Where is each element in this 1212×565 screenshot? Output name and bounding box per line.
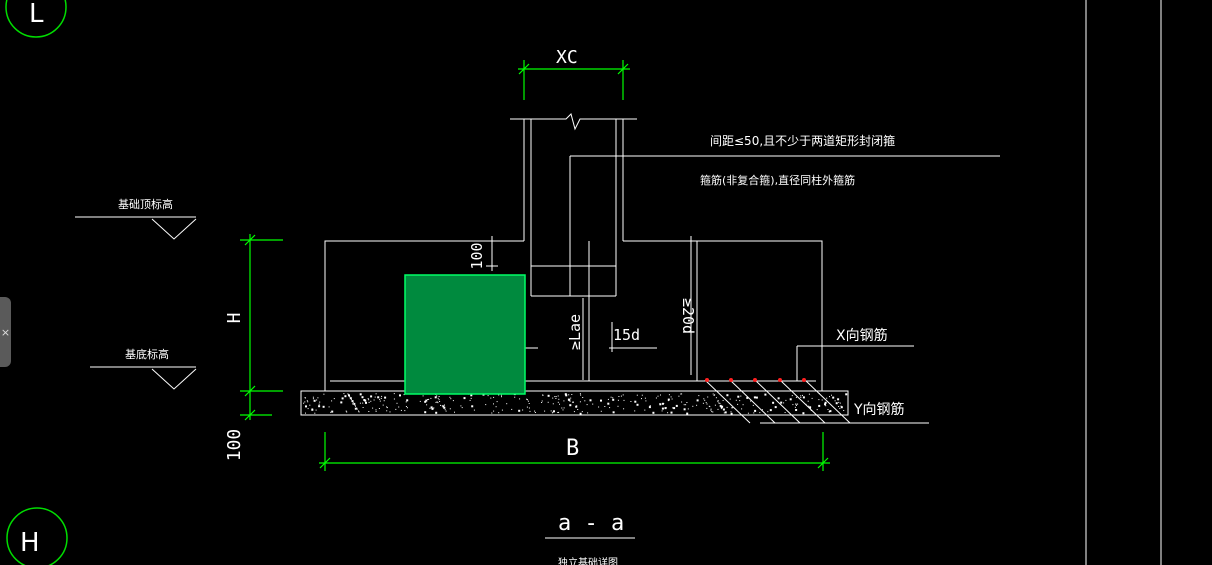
dimension-xc [518,60,630,100]
label-b: B [566,436,579,461]
label-xc: XC [556,47,578,68]
label-lae: ≥Lae [566,314,584,350]
axis-bubble-bottom[interactable]: H [6,507,68,565]
dimension-b [319,432,830,471]
label-h: H [224,313,245,324]
note-stirrup-spacing: 间距≤50,且不少于两道矩形封闭箍 [710,133,895,148]
dimension-15d-right [609,322,657,352]
level-marker-top [151,218,197,240]
caption-bottom: 独立基础详图 [558,556,618,565]
column [510,113,1000,297]
label-15d-right: 15d [613,326,640,344]
level-marker-bottom [151,368,197,390]
section-title: a - a [558,511,624,536]
selected-object[interactable] [404,274,526,395]
dimension-h [240,234,283,421]
side-panel-handle[interactable]: × [0,297,11,367]
label-dim-100-top: 100 [468,242,486,269]
label-y-bars: Y向钢筋 [853,401,905,418]
dimension-100-top [486,236,498,271]
label-x-bars: X向钢筋 [836,327,888,344]
rebar-hatch [704,379,851,424]
label-dim-100-left: 100 [224,429,245,462]
note-stirrup-type: 箍筋(非复合箍),直径同柱外箍筋 [700,173,855,187]
frame-lines [1085,0,1162,565]
close-icon: × [0,325,11,339]
axis-label-bottom: H [20,528,40,558]
axis-bubble-top[interactable]: L [5,0,67,38]
axis-label-top: L [29,0,44,29]
rebar-points [705,378,806,382]
foundation-outline [75,216,929,424]
concrete-blinding-layer [300,390,849,416]
label-20d: ≥20d [679,298,697,334]
label-level-top: 基础顶标高 [118,197,173,211]
label-level-bottom: 基底标高 [125,347,169,361]
